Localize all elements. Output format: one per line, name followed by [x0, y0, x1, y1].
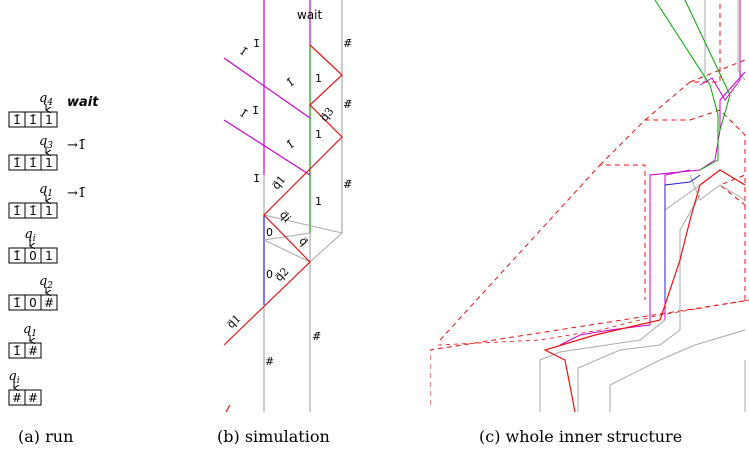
red-dashed-outline-1: [430, 299, 749, 405]
gray-structure-3: [609, 329, 746, 412]
label-wait: wait: [297, 8, 323, 22]
tape-cell-symbol: 1̄: [13, 296, 21, 310]
label-top-right-bar: #̄: [343, 37, 353, 50]
tape-row: # # qi: [8, 369, 42, 406]
label-hash-lower: #: [265, 355, 275, 368]
red-dashed-outline-7: [689, 109, 746, 206]
green-structure-1: [654, 0, 719, 171]
gray-structure-5: [689, 174, 746, 201]
gray-structure-7: [737, 0, 746, 81]
panel-b-simulation: [223, 0, 344, 413]
red-dashed-outline-2: [437, 299, 749, 346]
red-dashed-outline-3: [439, 164, 646, 341]
label-right-bar2: #̄: [343, 98, 353, 111]
purple-structure-2: [664, 169, 691, 320]
tape-cell-symbol: 1̄: [13, 113, 21, 127]
tape-cell-symbol: #: [12, 391, 22, 405]
tape-cell-symbol: 1̄: [29, 204, 37, 218]
label-right-bar3: #̄: [343, 178, 353, 191]
tape-cell-symbol: 1̄: [29, 156, 37, 170]
red-zigzag-line: [223, 44, 343, 346]
tape-cell-symbol: 1̄: [13, 344, 21, 358]
tape-row: 1̄#q1: [8, 322, 42, 359]
head-state-label: qi: [8, 369, 19, 386]
purple-diagonal-upper: [223, 57, 311, 119]
gray-diagonal-line: [263, 232, 311, 241]
red-dashed-outline-4: [599, 119, 690, 166]
head-state-label: qi: [24, 227, 35, 244]
label-one-c: 1: [315, 195, 322, 208]
row-note: →1̄: [67, 138, 86, 153]
caption-a: (a) run: [18, 427, 74, 446]
label-left-i3: 1̄: [252, 104, 259, 117]
purple-structure-3: [699, 0, 741, 101]
red-structure: [543, 169, 746, 412]
row-note: wait: [67, 95, 99, 110]
gray-structure-2: [577, 194, 701, 412]
label-one-a: 1: [315, 72, 322, 85]
tape-cell-symbol: #: [44, 296, 54, 310]
tape-row: 1̄0#q2: [8, 274, 58, 311]
label-zero-b: 0: [266, 268, 273, 281]
panel-c-structure: [430, 0, 749, 412]
tape-cell-symbol: #: [28, 391, 38, 405]
caption-c: (c) whole inner structure: [479, 427, 683, 446]
tape-cell-symbol: 1̄: [13, 156, 21, 170]
caption-b: (b) simulation: [217, 427, 330, 446]
tape-row: 1̄1̄1q3→1̄: [8, 134, 86, 171]
label-bottom-bar: #̄: [312, 330, 322, 343]
red-stub: [225, 404, 231, 413]
gray-structure-1: [539, 184, 701, 412]
row-note: →1̄: [67, 186, 86, 201]
tape-cell: [24, 389, 42, 406]
tape-cell-symbol: 1̄: [29, 113, 37, 127]
label-top-left-bar: 1̄: [253, 37, 260, 50]
tape-cell-symbol: 1: [45, 156, 53, 170]
tape-cell-symbol: 1̄: [13, 204, 21, 218]
label-one-b: 1: [315, 128, 322, 141]
blue-structure: [664, 174, 701, 300]
tape-cell-symbol: 1: [45, 204, 53, 218]
tape-row: 1̄1̄1q1→1̄: [8, 182, 86, 219]
tape-cell-symbol: 1̄: [13, 249, 21, 263]
tape-cell: [40, 247, 58, 264]
tape-cell-symbol: #: [28, 344, 38, 358]
label-zero-a: 0: [266, 226, 273, 239]
tape-cell-symbol: 1: [45, 113, 53, 127]
tape-cell-symbol: 1: [45, 249, 53, 263]
green-structure-2: [684, 0, 731, 131]
red-dashed-outline-5: [644, 0, 721, 121]
red-dashed-outline-6: [689, 59, 746, 83]
tape-cell-symbol: 0: [29, 249, 37, 263]
tape-cell-symbol: 0: [29, 296, 37, 310]
purple-diagonal-lower: [223, 119, 311, 176]
gray-diagonal-lines: [263, 214, 344, 263]
label-left-bar3: 1̄: [253, 172, 260, 185]
